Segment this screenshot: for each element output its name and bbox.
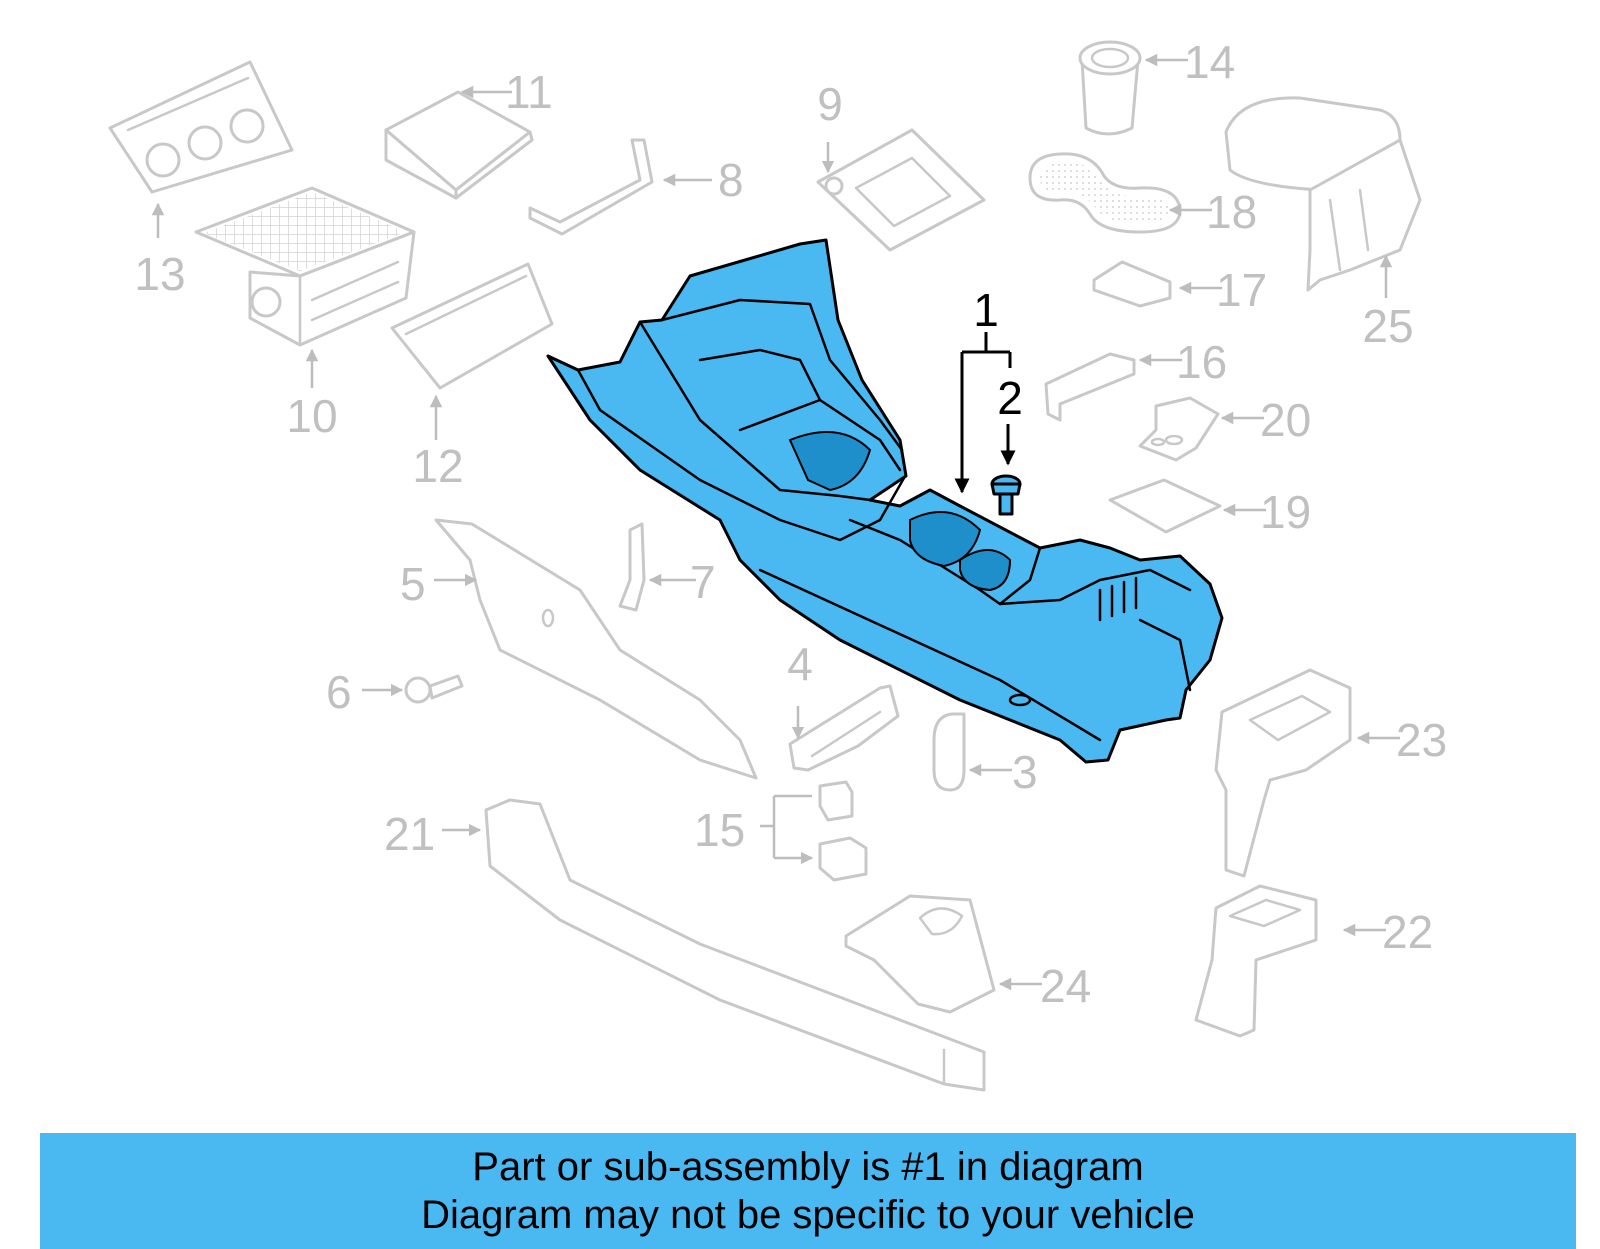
part-14-cup-insert: [1078, 40, 1142, 136]
part-21-duct: [484, 798, 986, 1092]
part-16-rail: [1044, 352, 1136, 422]
part-3-cap: [932, 712, 966, 792]
footer-line-1: Part or sub-assembly is #1 in diagram: [472, 1145, 1144, 1189]
part-19-pad: [1108, 478, 1222, 534]
callout-1: 1: [973, 284, 999, 336]
callout-2: 2: [997, 372, 1023, 424]
part-11-tray: [384, 90, 534, 200]
part-23-rear-vent: [1214, 668, 1352, 878]
part-25-armrest: [1224, 96, 1422, 292]
info-banner: Part or sub-assembly is #1 in diagram Di…: [40, 1133, 1576, 1249]
callout-17: 17: [1216, 264, 1267, 316]
part-17-clip: [1092, 260, 1172, 308]
callout-21: 21: [384, 808, 435, 860]
part-18-cup-mat: [1028, 152, 1182, 234]
callout-14: 14: [1184, 36, 1235, 88]
callout-11: 11: [505, 66, 553, 118]
part-6-screw: [404, 674, 464, 704]
callout-5: 5: [400, 558, 426, 610]
callout-25: 25: [1362, 300, 1413, 352]
part-15-clips: [818, 780, 868, 882]
part-4-bracket: [788, 684, 900, 772]
part-12-trim-panel: [390, 262, 554, 390]
part-2-screw: [990, 474, 1022, 516]
part-8-bracket: [528, 138, 654, 236]
callout-12: 12: [412, 440, 463, 492]
part-9-shifter-bezel: [816, 128, 986, 252]
callout-9: 9: [817, 78, 843, 130]
footer-line-2: Diagram may not be specific to your vehi…: [421, 1193, 1195, 1237]
part-24-shifter-housing: [844, 894, 996, 1014]
callout-23: 23: [1396, 714, 1447, 766]
part-22-rear-duct: [1194, 884, 1318, 1038]
part-10-storage-tray: [194, 186, 416, 347]
callout-3: 3: [1012, 746, 1038, 798]
parts-diagram: 13 10 11 8 12 9 14: [108, 36, 1447, 1092]
callout-15: 15: [694, 804, 745, 856]
callout-22: 22: [1382, 906, 1433, 958]
callout-4: 4: [787, 638, 813, 690]
callout-13: 13: [134, 248, 185, 300]
callout-7: 7: [690, 556, 716, 608]
callout-6: 6: [326, 666, 352, 718]
callout-10: 10: [286, 390, 337, 442]
part-20-bracket: [1138, 396, 1220, 462]
part-7-clip-bracket: [618, 522, 646, 612]
callout-19: 19: [1260, 486, 1311, 538]
callout-8: 8: [718, 154, 744, 206]
part-5-side-trim: [434, 518, 758, 780]
part-1-center-console: [546, 238, 1224, 764]
part-13-climate-panel: [108, 60, 294, 194]
callout-16: 16: [1176, 336, 1227, 388]
callout-18: 18: [1206, 186, 1257, 238]
callout-24: 24: [1040, 960, 1091, 1012]
callout-20: 20: [1260, 394, 1311, 446]
